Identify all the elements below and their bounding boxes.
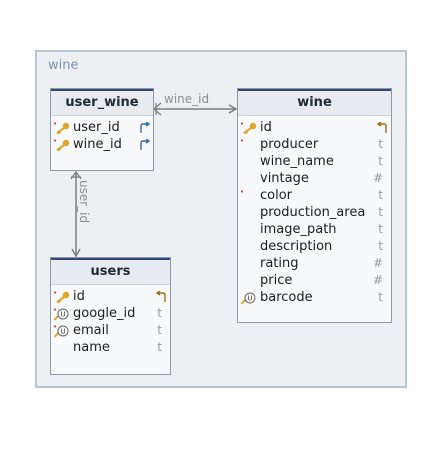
referenced-key-arrow-icon xyxy=(155,290,167,307)
column-type-marker: t xyxy=(378,290,383,304)
unique-key-icon: U xyxy=(240,292,257,309)
column-row[interactable]: vintage # xyxy=(238,171,391,188)
arrow-wine-id xyxy=(228,104,238,114)
required-marker-icon: • xyxy=(53,289,58,297)
referenced-key-arrow-icon xyxy=(376,121,388,138)
column-row[interactable]: • id xyxy=(238,120,391,137)
required-marker-icon: • xyxy=(240,137,245,145)
column-name: google_id xyxy=(73,306,136,321)
column-row[interactable]: • wine_id xyxy=(51,137,153,154)
column-row[interactable]: rating # xyxy=(238,256,391,273)
column-type-marker: t xyxy=(378,154,383,168)
column-type-marker: t xyxy=(157,323,162,337)
column-row[interactable]: production_area t xyxy=(238,205,391,222)
column-row[interactable]: image_path t xyxy=(238,222,391,239)
crowfoot-wine-id xyxy=(153,102,162,116)
required-marker-icon: • xyxy=(53,120,58,128)
required-marker-icon: • xyxy=(53,306,58,314)
primary-key-icon xyxy=(241,122,257,138)
column-name: wine_id xyxy=(73,137,122,152)
column-name: id xyxy=(260,120,272,135)
column-row[interactable]: name t xyxy=(51,340,170,357)
schema-name: wine xyxy=(48,58,79,73)
required-marker-icon: • xyxy=(53,137,58,145)
foreign-key-arrow-icon xyxy=(139,121,151,138)
required-marker-icon: • xyxy=(53,323,58,331)
column-name: user_id xyxy=(73,120,120,135)
column-type-marker: t xyxy=(378,137,383,151)
column-row[interactable]: description t xyxy=(238,239,391,256)
column-type-marker: # xyxy=(372,256,383,270)
column-row[interactable]: • producer t xyxy=(238,137,391,154)
column-row[interactable]: wine_name t xyxy=(238,154,391,171)
table-title: wine xyxy=(238,89,391,116)
column-name: vintage xyxy=(260,171,309,186)
relation-label-wine-id: wine_id xyxy=(164,92,210,106)
column-row[interactable]: • color t xyxy=(238,188,391,205)
column-name: email xyxy=(73,323,109,338)
column-type-marker: t xyxy=(157,340,162,354)
column-name: image_path xyxy=(260,222,337,237)
unique-key-icon: U xyxy=(53,325,70,342)
column-name: barcode xyxy=(260,290,313,305)
column-row[interactable]: price # xyxy=(238,273,391,290)
required-marker-icon: • xyxy=(240,120,245,128)
column-name: color xyxy=(260,188,293,203)
column-name: producer xyxy=(260,137,319,152)
column-type-marker: t xyxy=(378,188,383,202)
svg-text:U: U xyxy=(247,295,252,303)
column-type-marker: # xyxy=(372,273,383,287)
required-marker-icon: • xyxy=(240,188,245,196)
arrow-user-id xyxy=(71,248,81,258)
foreign-key-arrow-icon xyxy=(139,138,151,155)
primary-key-icon xyxy=(54,122,70,138)
column-name: price xyxy=(260,273,293,288)
column-type-marker: t xyxy=(378,239,383,253)
svg-text:U: U xyxy=(60,328,65,336)
column-type-marker: # xyxy=(372,171,383,185)
table-user-wine[interactable]: user_wine • user_id • wine_id xyxy=(50,88,154,171)
column-name: id xyxy=(73,289,85,304)
column-name: production_area xyxy=(260,205,366,220)
column-type-marker: t xyxy=(378,222,383,236)
column-name: name xyxy=(73,340,110,355)
column-row[interactable]: • user_id xyxy=(51,120,153,137)
column-name: wine_name xyxy=(260,154,334,169)
column-type-marker: t xyxy=(378,205,383,219)
primary-key-icon xyxy=(54,139,70,155)
unique-key-icon: U xyxy=(53,308,70,325)
column-name: rating xyxy=(260,256,299,271)
column-name: description xyxy=(260,239,333,254)
table-title: users xyxy=(51,258,170,285)
svg-text:U: U xyxy=(60,311,65,319)
column-row[interactable]: • id xyxy=(51,289,170,306)
primary-key-icon xyxy=(54,291,70,307)
relation-label-user-id: user_id xyxy=(77,180,91,224)
table-title: user_wine xyxy=(51,89,153,116)
crowfoot-user-id xyxy=(70,170,82,180)
column-type-marker: t xyxy=(157,306,162,320)
